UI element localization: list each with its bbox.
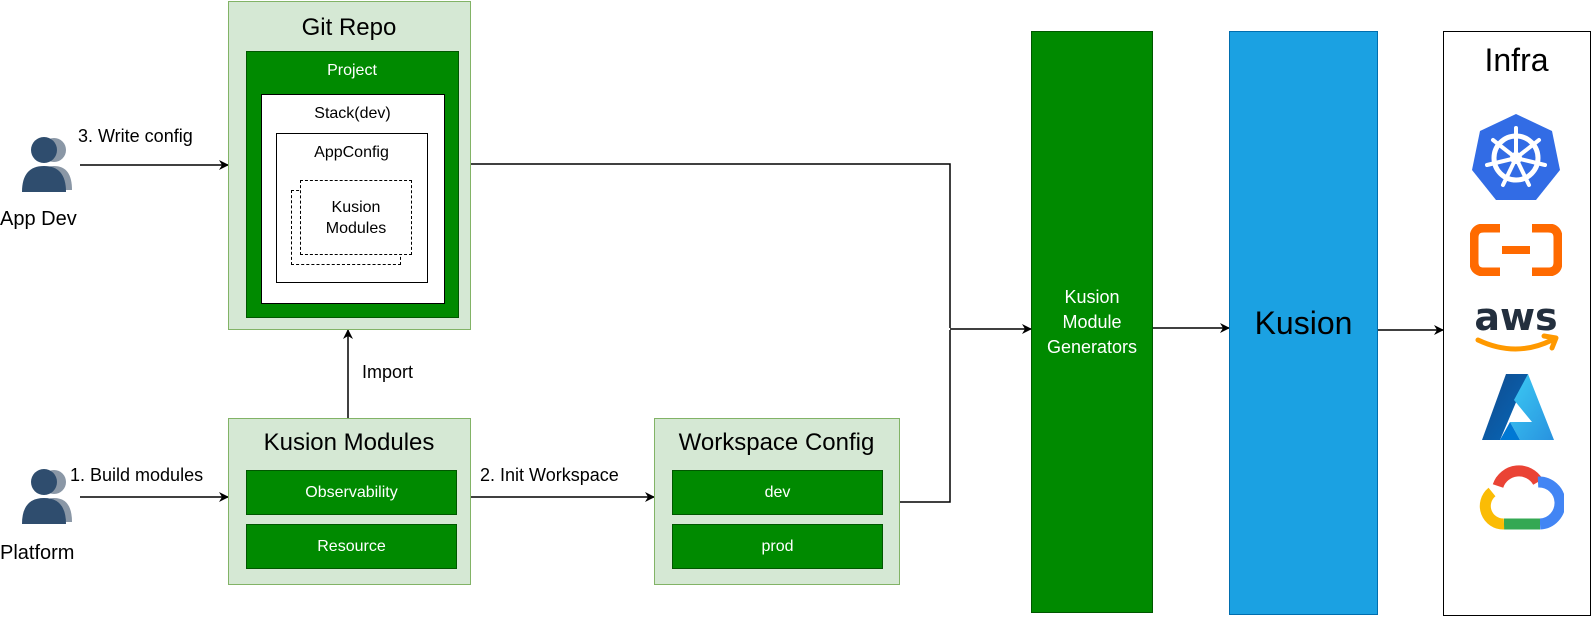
git-repo-title: Git Repo bbox=[301, 14, 397, 41]
observability-module: Observability bbox=[246, 470, 457, 515]
app-dev-label: App Dev bbox=[0, 208, 77, 230]
azure-icon bbox=[1482, 374, 1554, 440]
workspace-dev: dev bbox=[672, 470, 883, 515]
alibaba-cloud-icon bbox=[1470, 224, 1562, 276]
kusion-box: Kusion bbox=[1229, 31, 1378, 615]
kusion-modules-stack-front: Kusion Modules bbox=[300, 180, 412, 255]
kusion-module-generators: Kusion Module Generators bbox=[1031, 31, 1153, 613]
platform-person-icon bbox=[22, 469, 72, 524]
aws-icon: aws bbox=[1474, 296, 1559, 352]
appconfig-label: AppConfig bbox=[314, 144, 389, 161]
line-workspace-to-generators bbox=[900, 330, 951, 503]
workspace-config-title: Workspace Config bbox=[678, 429, 875, 456]
workspace-prod: prod bbox=[672, 524, 883, 569]
init-workspace-label: 2. Init Workspace bbox=[480, 465, 619, 485]
kubernetes-icon bbox=[1472, 114, 1560, 200]
kusion-modules-title: Kusion Modules bbox=[263, 429, 435, 456]
stack-label: Stack(dev) bbox=[314, 105, 391, 122]
google-cloud-icon bbox=[1479, 465, 1564, 530]
write-config-label: 3. Write config bbox=[78, 126, 193, 146]
line-git-to-generators bbox=[471, 163, 951, 328]
platform-label: Platform bbox=[0, 542, 75, 564]
app-dev-person-icon bbox=[22, 137, 72, 192]
import-label: Import bbox=[362, 362, 414, 382]
svg-text:aws: aws bbox=[1474, 296, 1557, 339]
infra-title: Infra bbox=[1484, 42, 1549, 78]
project-label: Project bbox=[327, 62, 377, 79]
build-modules-label: 1. Build modules bbox=[70, 465, 204, 485]
resource-module: Resource bbox=[246, 524, 457, 569]
